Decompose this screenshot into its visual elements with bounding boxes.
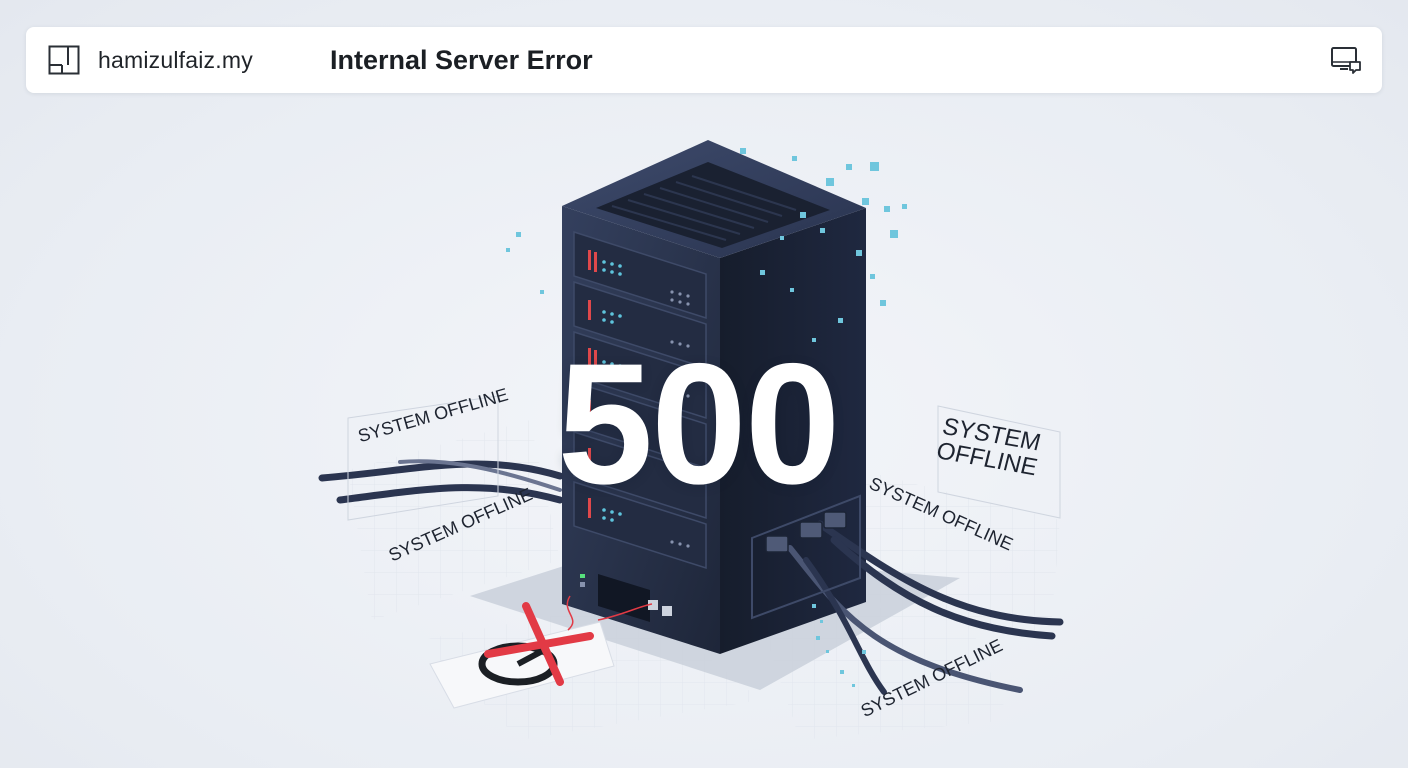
- site-name-link[interactable]: hamizulfaiz.my: [98, 47, 253, 73]
- window-frame-icon[interactable]: [48, 45, 80, 75]
- pixel-particles: [506, 148, 907, 687]
- error-code: 500: [557, 328, 841, 520]
- feedback-button[interactable]: [1328, 43, 1364, 77]
- monitor-feedback-icon: [1331, 47, 1361, 74]
- rack-units: [573, 230, 707, 622]
- power-off-icon: [478, 602, 594, 686]
- top-bar: hamizulfaiz.my Internal Server Error: [26, 27, 1382, 93]
- page-title: Internal Server Error: [330, 45, 593, 75]
